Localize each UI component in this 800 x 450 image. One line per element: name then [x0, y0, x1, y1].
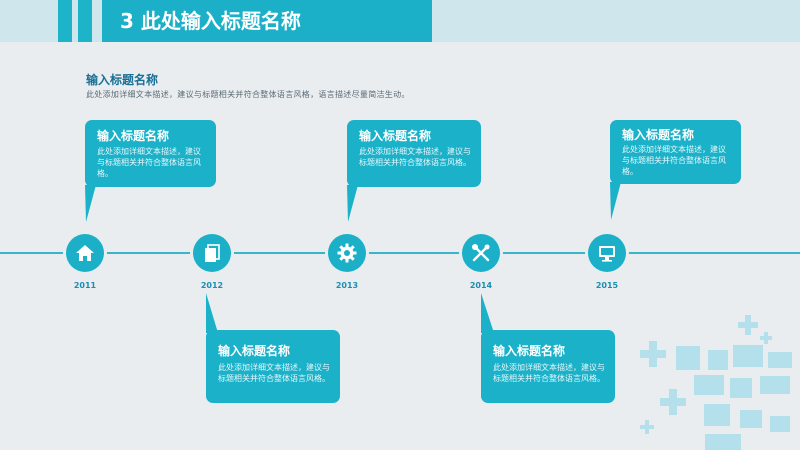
callout-description: 此处添加详细文本描述，建议与标题相关并符合整体语言风格。 [97, 147, 201, 178]
callout-title: 输入标题名称 [97, 129, 170, 143]
callout-description: 此处添加详细文本描述，建议与标题相关并符合整体语言风格。 [218, 363, 330, 383]
year-label: 2013 [335, 281, 359, 290]
timeline-line [0, 252, 800, 254]
callout-title: 输入标题名称 [218, 344, 291, 358]
timeline-node-2012 [193, 234, 231, 272]
timeline-node-2014 [462, 234, 500, 272]
section-title: 输入标题名称 [86, 73, 159, 87]
gear-icon [337, 243, 357, 263]
callout-description: 此处添加详细文本描述，建议与标题相关并符合整体语言风格。 [493, 363, 605, 383]
page-title: 3 此处输入标题名称 [120, 9, 301, 33]
header-accent-stripe [78, 0, 92, 42]
year-label: 2011 [73, 281, 97, 290]
year-label: 2014 [469, 281, 493, 290]
timeline-node-2011 [66, 234, 104, 272]
home-icon [76, 245, 94, 261]
callout-title: 输入标题名称 [493, 344, 566, 358]
timeline-node-2013 [328, 234, 366, 272]
tools-icon [472, 244, 490, 262]
milestone-callout: 输入标题名称 此处添加详细文本描述，建议与标题相关并符合整体语言风格。 [85, 120, 216, 187]
header-accent-stripe [58, 0, 72, 42]
header-title-block [102, 0, 432, 42]
callout-description: 此处添加详细文本描述，建议与标题相关并符合整体语言风格。 [622, 145, 726, 176]
section-description: 此处添加详细文本描述，建议与标题相关并符合整体语言风格，语言描述尽量简洁生动。 [86, 90, 410, 99]
milestone-callout: 输入标题名称 此处添加详细文本描述，建议与标题相关并符合整体语言风格。 [481, 330, 615, 403]
monitor-icon [599, 246, 615, 262]
year-label: 2012 [200, 281, 224, 290]
timeline-node-2015 [588, 234, 626, 272]
milestone-callout: 输入标题名称 此处添加详细文本描述，建议与标题相关并符合整体语言风格。 [206, 330, 340, 403]
callout-description: 此处添加详细文本描述，建议与标题相关并符合整体语言风格。 [359, 147, 471, 167]
document-icon [205, 244, 220, 262]
milestone-callout: 输入标题名称 此处添加详细文本描述，建议与标题相关并符合整体语言风格。 [347, 120, 481, 187]
milestone-callout: 输入标题名称 此处添加详细文本描述，建议与标题相关并符合整体语言风格。 [610, 120, 741, 184]
year-label: 2015 [595, 281, 619, 290]
callout-title: 输入标题名称 [622, 128, 695, 142]
callout-title: 输入标题名称 [359, 129, 432, 143]
